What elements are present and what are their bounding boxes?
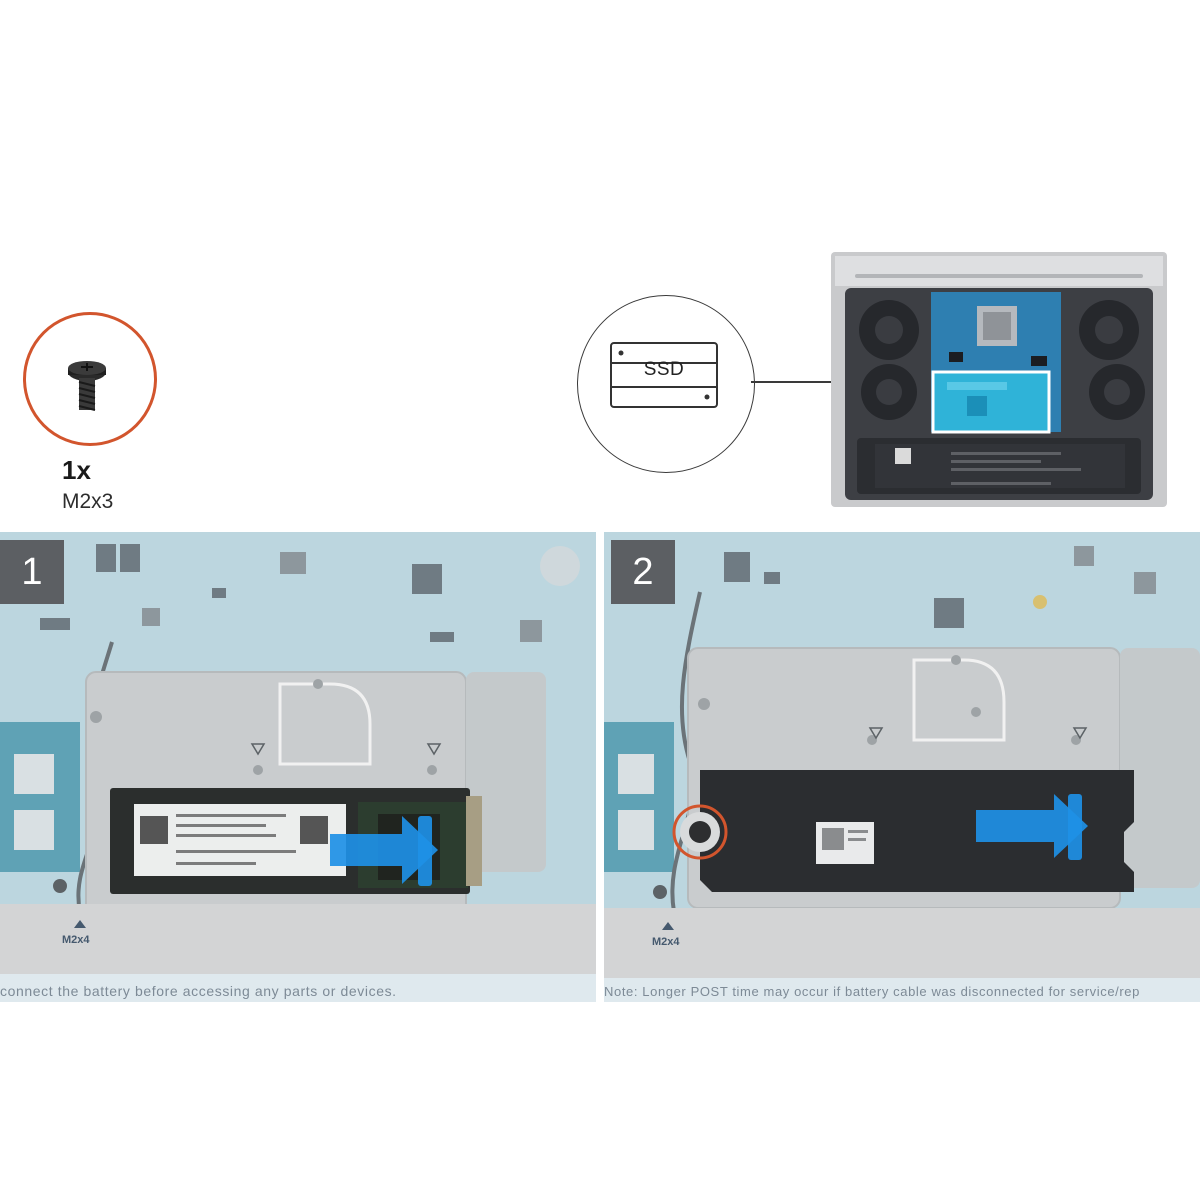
step-1-illustration: [0, 532, 596, 1002]
step-2-panel: 2 M2x4 Note: Longer POST time may occur …: [604, 532, 1200, 1002]
screw-location-label: M2x4: [62, 934, 90, 946]
callout-connector-line: [751, 381, 861, 383]
post-time-note: Note: Longer POST time may occur if batt…: [604, 984, 1140, 999]
ssd-drive-icon: [610, 342, 718, 408]
screw-count: 1x: [62, 455, 91, 485]
screw-size: M2x3: [62, 490, 114, 513]
screw-location-label: M2x4: [652, 936, 680, 948]
screw-legend: 1x M2x3: [0, 300, 200, 530]
ssd-callout-label: SSD: [643, 359, 685, 380]
step-1-panel: 1 M2x4 connect the battery before access…: [0, 532, 596, 1002]
screw-icon: [68, 361, 106, 411]
laptop-overview: SSD: [560, 245, 1200, 515]
step-number-badge: 2: [611, 540, 675, 604]
battery-note: connect the battery before accessing any…: [0, 983, 397, 999]
screw-highlight-ring: [23, 312, 157, 446]
step-number-badge: 1: [0, 540, 64, 604]
step-2-illustration: [604, 532, 1200, 1002]
laptop-bottom-view: [831, 252, 1167, 507]
